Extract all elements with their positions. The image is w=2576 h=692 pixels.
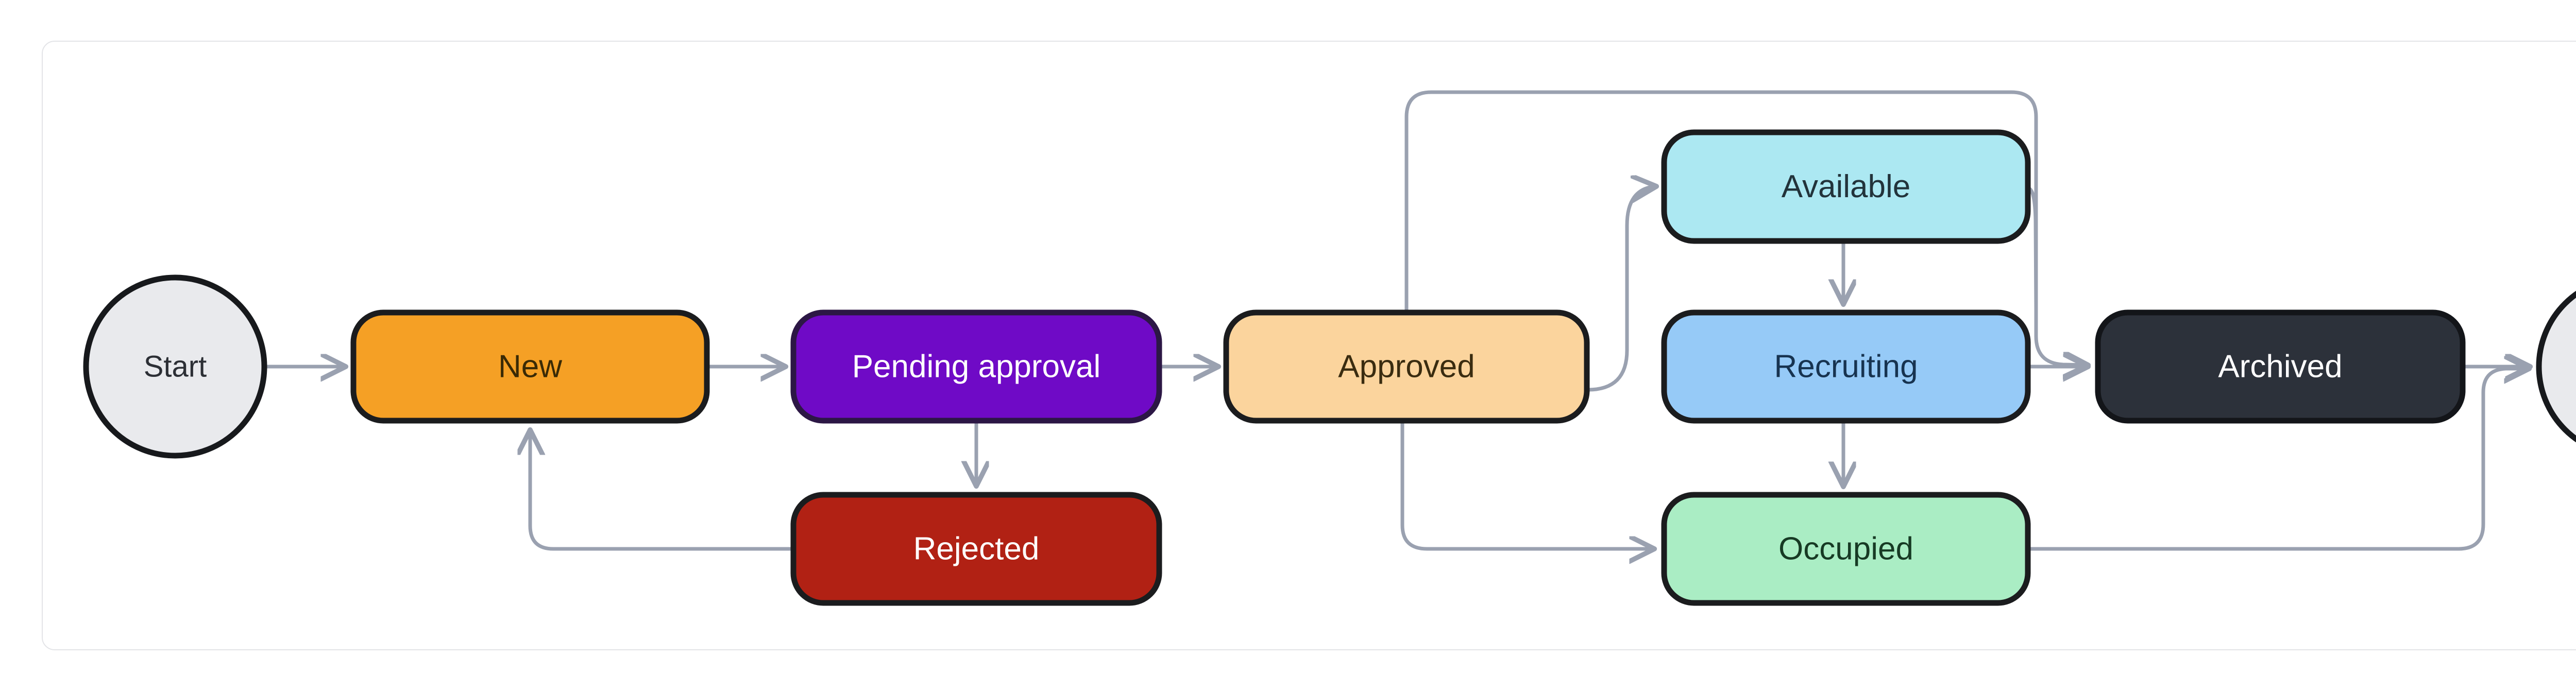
occupied-shape bbox=[1661, 492, 2031, 606]
node-end: End bbox=[2536, 290, 2576, 443]
approved-shape bbox=[1223, 309, 1590, 424]
end-shape bbox=[2536, 290, 2576, 443]
edge-approved-to-archived bbox=[1404, 90, 2088, 365]
edge-approved-to-available bbox=[1586, 186, 1656, 392]
node-recruiting: Recruiting bbox=[1661, 309, 2031, 424]
rejected-shape bbox=[790, 492, 1162, 606]
edge-rejected-to-new bbox=[530, 430, 794, 551]
recruiting-shape bbox=[1661, 309, 2031, 424]
node-archived: Archived bbox=[2095, 309, 2466, 424]
available-shape bbox=[1661, 129, 2031, 244]
edge-approved-to-occupied bbox=[1400, 420, 1654, 549]
edge-occupied-to-end bbox=[2027, 369, 2529, 551]
pending-shape bbox=[790, 309, 1162, 424]
new-shape bbox=[350, 309, 710, 424]
node-start: Start bbox=[83, 274, 267, 459]
node-pending: Pending approval bbox=[790, 309, 1162, 424]
node-approved: Approved bbox=[1223, 309, 1590, 424]
edges bbox=[263, 90, 2530, 551]
start-shape bbox=[83, 274, 267, 459]
node-rejected: Rejected bbox=[790, 492, 1162, 606]
node-new: New bbox=[350, 309, 710, 424]
node-available: Available bbox=[1661, 129, 2031, 244]
archived-shape bbox=[2095, 309, 2466, 424]
node-occupied: Occupied bbox=[1661, 492, 2031, 606]
